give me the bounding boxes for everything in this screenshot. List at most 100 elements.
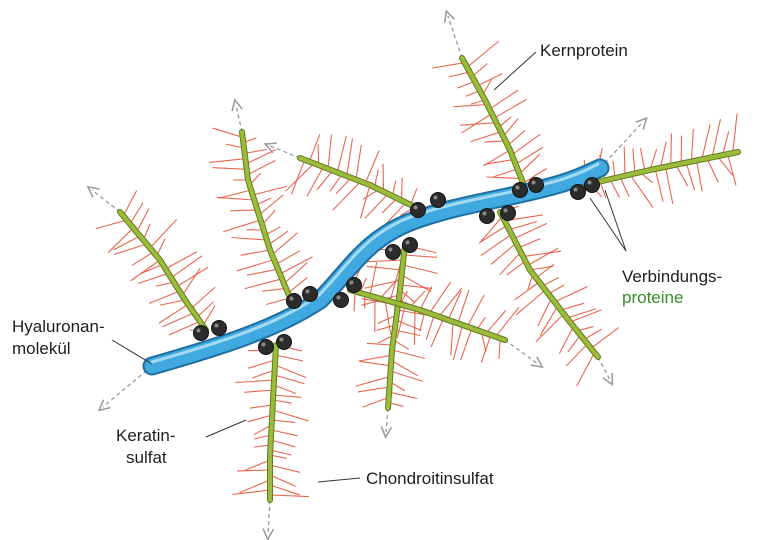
- gag-hair: [241, 250, 270, 255]
- link-protein-highlight: [434, 196, 438, 200]
- gag-hair: [356, 145, 361, 179]
- gag-hair: [624, 147, 625, 176]
- gag-hair: [523, 251, 561, 256]
- gag-hair: [528, 248, 558, 265]
- link-protein-highlight: [406, 241, 410, 245]
- gag-hair: [702, 125, 710, 160]
- link-protein: [513, 183, 528, 198]
- link-protein: [277, 335, 292, 350]
- gag-hair: [494, 169, 517, 177]
- gag-hair: [728, 154, 736, 185]
- gag-hair: [515, 282, 539, 300]
- gag-hair: [358, 387, 389, 392]
- gag-hair: [519, 155, 539, 174]
- gag-hair: [391, 361, 417, 376]
- extension-arrow: [598, 357, 610, 380]
- gag-hair: [451, 322, 453, 355]
- gag-hair: [191, 288, 215, 309]
- gag-hair: [271, 440, 295, 447]
- link-protein: [259, 340, 274, 355]
- gag-hair: [368, 343, 393, 345]
- gag-hair: [420, 287, 432, 310]
- gag-hair: [514, 224, 547, 239]
- gag-hair: [426, 315, 434, 339]
- gag-hair: [484, 150, 510, 166]
- gag-hair: [666, 167, 673, 204]
- extension-arrow: [270, 146, 300, 158]
- label-keratin: Keratin-: [116, 426, 176, 445]
- gag-hair: [248, 415, 272, 422]
- gag-hair: [286, 163, 314, 191]
- gag-hair: [219, 190, 251, 198]
- gag-hair: [577, 353, 595, 386]
- gag-hair: [123, 191, 136, 216]
- gag-hair: [620, 177, 629, 196]
- gag-hair: [337, 136, 346, 172]
- gag-hair: [328, 135, 331, 169]
- gag-hair: [268, 231, 287, 245]
- gag-hair: [439, 289, 462, 317]
- link-protein: [585, 178, 600, 193]
- extension-arrow: [92, 190, 120, 212]
- label-hyaluronan: Hyaluronan-: [12, 317, 105, 336]
- gag-hair: [270, 465, 300, 472]
- gag-hair: [482, 225, 507, 241]
- gag-hair: [509, 222, 536, 230]
- gag-hair: [236, 380, 275, 383]
- gag-hair: [250, 405, 273, 408]
- gag-hair: [454, 105, 487, 107]
- link-protein: [212, 321, 227, 336]
- link-protein-highlight: [414, 206, 418, 210]
- gag-hair: [671, 134, 672, 166]
- leader-chondroitinsulfat: [318, 478, 360, 482]
- gag-hair: [448, 291, 461, 320]
- gag-hair: [383, 164, 384, 192]
- gag-hair: [359, 355, 392, 361]
- gag-hair: [385, 300, 391, 334]
- gag-hair: [247, 269, 278, 275]
- gag-hair: [467, 42, 498, 68]
- gag-hair: [253, 187, 287, 196]
- gag-hair: [96, 220, 127, 229]
- gag-hair: [150, 291, 180, 303]
- gag-hair: [238, 470, 271, 471]
- gag-hair: [245, 390, 274, 392]
- link-protein-highlight: [215, 324, 219, 328]
- link-protein-highlight: [516, 186, 520, 190]
- gag-hair: [461, 328, 472, 359]
- link-protein-highlight: [588, 181, 592, 185]
- gag-hair: [367, 266, 402, 270]
- link-protein: [287, 294, 302, 309]
- gag-hair: [477, 74, 502, 86]
- gag-hair: [633, 149, 635, 174]
- link-protein: [431, 193, 446, 208]
- gag-hair: [231, 210, 258, 211]
- label-chondroitinsulfat: Chondroitinsulfat: [366, 469, 494, 488]
- gag-hair: [161, 300, 185, 305]
- gag-hair: [453, 325, 462, 360]
- gag-hair: [370, 263, 377, 296]
- link-protein-highlight: [532, 181, 536, 185]
- label-molekuel: molekül: [12, 339, 71, 358]
- label-sulfat: sulfat: [126, 448, 167, 467]
- link-protein: [303, 287, 318, 302]
- gag-hair: [415, 309, 416, 345]
- link-protein-highlight: [483, 212, 487, 216]
- link-protein: [571, 185, 586, 200]
- gag-hair: [733, 114, 737, 153]
- gag-hair: [402, 275, 431, 291]
- gag-hair: [449, 72, 470, 77]
- gag-hair: [272, 420, 295, 422]
- gag-hair: [276, 355, 303, 361]
- gag-hair: [166, 252, 197, 269]
- gag-hair: [276, 251, 299, 264]
- gag-hair: [461, 123, 497, 126]
- gag-hair: [137, 209, 149, 232]
- leader-hyaluronan: [112, 340, 152, 364]
- gag-hair: [275, 365, 306, 377]
- gag-hair: [538, 298, 551, 326]
- gag-hair: [333, 181, 361, 210]
- gag-hair: [712, 120, 720, 158]
- link-protein-highlight: [389, 248, 393, 252]
